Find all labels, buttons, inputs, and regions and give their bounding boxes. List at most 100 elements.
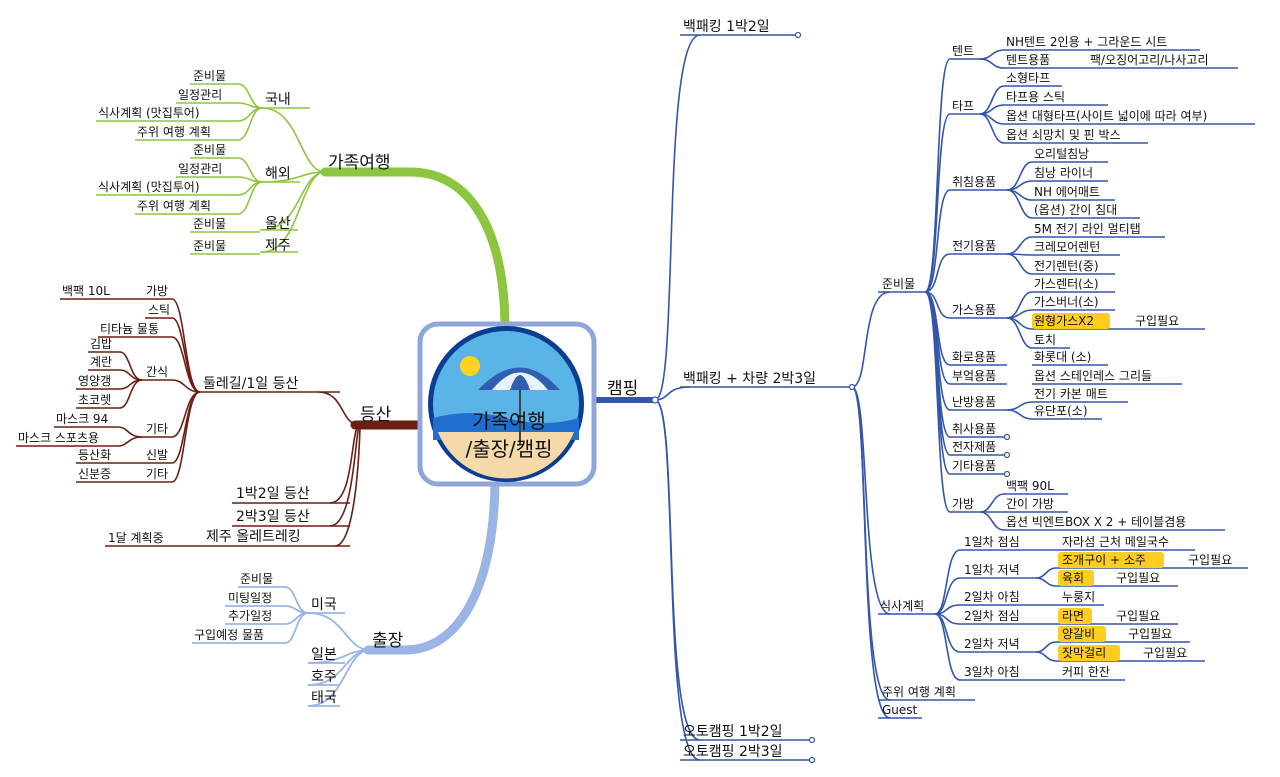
business-usa-item: 미팅일정: [228, 591, 272, 605]
family-jeju[interactable]: 제주: [265, 238, 291, 254]
hiking-hiking-shoes: 등산화: [78, 448, 111, 462]
camping-highlights: [1032, 313, 1164, 661]
camping-fire-item: 화롯대 (소): [1034, 350, 1091, 364]
camping-meal-slot: 2일차 점심: [964, 609, 1020, 623]
camping-elec: 전기용품: [952, 239, 996, 253]
branch-family: [320, 167, 510, 335]
center-node[interactable]: 가족여행 /출장/캠핑: [417, 321, 597, 487]
camping-nearby[interactable]: 주위 여행 계획: [882, 684, 956, 699]
camping-elec-item: 5M 전기 라인 멀티탭: [1034, 222, 1141, 236]
camping-tent-item: 텐트용품: [1006, 53, 1050, 67]
family-abroad[interactable]: 해외: [265, 166, 291, 182]
family-domestic-item: 식사계획 (맛집투어): [98, 106, 200, 120]
camping-kitchen: 부엌용품: [952, 369, 996, 383]
camping-title[interactable]: 캠핑: [607, 379, 638, 399]
hiking-etc2: 기타: [146, 467, 168, 481]
expand-dots[interactable]: [651, 31, 1011, 764]
camping-meal-item: 자라섬 근처 메일국수: [1062, 535, 1169, 549]
business-labels: 출장 미국 준비물 미팅일정 추가일정 구입예정 물품 일본 호주 태국: [194, 572, 404, 706]
camping-meal-slot: 1일차 저녁: [964, 563, 1020, 577]
camping-fire: 화로용품: [952, 350, 996, 364]
camping-elec-item: 크레모어렌턴: [1034, 240, 1100, 254]
hiking-snack-item: 초코렛: [78, 393, 111, 407]
hiking-bottle: 티타늄 물통: [100, 322, 159, 336]
camping-meal-need: 구입필요: [1188, 553, 1232, 567]
beach-umbrella-icon: [478, 367, 560, 445]
camping-kitchen-item: 옵션 스테인레스 그리들: [1034, 369, 1152, 383]
camping-meal-item: 육회: [1062, 571, 1084, 585]
camping-meal-item: 조개구이 + 소주: [1062, 553, 1146, 567]
family-domestic[interactable]: 국내: [265, 92, 291, 108]
camping-meal-item: 누룽지: [1062, 590, 1095, 604]
camping-bag-item: 간이 가방: [1006, 497, 1054, 511]
camping-sleep-item: NH 에어매트: [1034, 185, 1100, 199]
camping-tarp-item: 타프용 스틱: [1006, 90, 1065, 104]
camping-bp12[interactable]: 백패킹 1박2일: [683, 19, 770, 35]
camping-gas-item: 가스버너(소): [1034, 295, 1099, 309]
camping-auto23[interactable]: 오토캠핑 2박3일: [683, 744, 783, 760]
camping-bag: 가방: [952, 497, 974, 511]
hiking-snack-item: 김밥: [90, 337, 112, 351]
business-australia[interactable]: 호주: [311, 669, 337, 685]
camping-meal-slot: 2일차 저녁: [964, 637, 1020, 651]
camping-sleep-item: 침낭 라이너: [1034, 166, 1093, 180]
hiking-snack-item: 계란: [90, 355, 112, 369]
hiking-etc1: 기타: [146, 422, 168, 436]
camping-tent-sub: 팩/오징어고리/나사고리: [1090, 53, 1209, 67]
family-title[interactable]: 가족여행: [328, 153, 391, 173]
hiking-id-card: 신분증: [78, 467, 111, 481]
hiking-mask-sport: 마스크 스포츠용: [18, 431, 99, 445]
center-title-line1: 가족여행: [472, 409, 546, 433]
family-domestic-item: 일정관리: [178, 88, 222, 102]
camping-tent: 텐트: [952, 44, 974, 58]
camping-bag-item: 옵션 빅엔트BOX X 2 + 테이블겸용: [1006, 515, 1186, 529]
family-abroad-item: 식사계획 (맛집투어): [98, 180, 200, 194]
camping-meal[interactable]: 식사계획: [880, 599, 924, 613]
camping-bag-item: 백팩 90L: [1006, 479, 1054, 493]
camping-prep[interactable]: 준비물: [882, 277, 915, 291]
camping-meal-slot: 1일차 점심: [964, 535, 1020, 549]
hiking-snack-item: 영양갱: [78, 374, 111, 388]
camping-elec-item: 전기렌턴(중): [1034, 259, 1099, 273]
camping-branch: [654, 34, 1255, 761]
business-thailand[interactable]: 태국: [311, 690, 337, 706]
family-labels: 가족여행 국내 준비물 일정관리 식사계획 (맛집투어) 주위 여행 계획 해외…: [98, 69, 391, 254]
camping-auto12[interactable]: 오토캠핑 1박2일: [683, 724, 783, 740]
sun-icon: [460, 356, 480, 376]
business-usa-item: 구입예정 물품: [194, 628, 264, 642]
hiking-jeju-olle[interactable]: 제주 올레트레킹: [206, 529, 301, 545]
hiking-dulle[interactable]: 둘레길/1일 등산: [203, 376, 298, 392]
hiking-three-day[interactable]: 2박3일 등산: [236, 509, 310, 525]
camping-guest[interactable]: Guest: [882, 703, 918, 717]
hiking-mask94: 마스크 94: [56, 412, 108, 426]
hiking-two-day[interactable]: 1박2일 등산: [236, 486, 310, 502]
family-abroad-item: 일정관리: [178, 162, 222, 176]
family-branch: [96, 83, 326, 255]
camping-bp-car[interactable]: 백패킹 + 차량 2박3일: [683, 371, 816, 387]
camping-heat-item: 전기 카본 매트: [1034, 387, 1108, 401]
hiking-branch: [16, 298, 392, 547]
hiking-title[interactable]: 등산: [360, 405, 392, 425]
camping-meal-need: 구입필요: [1143, 646, 1187, 660]
camping-gas-item: 토치: [1034, 333, 1056, 347]
center-title-line2: /출장/캠핑: [465, 437, 552, 461]
business-japan[interactable]: 일본: [311, 647, 337, 663]
camping-heat-item: 유단포(소): [1034, 404, 1088, 418]
family-ulsan[interactable]: 울산: [265, 216, 291, 232]
camping-misc: 기타용품: [952, 459, 996, 473]
camping-gas: 가스용품: [952, 303, 996, 317]
camping-sleep-item: 오리털침낭: [1034, 147, 1089, 161]
camping-gas-item: 가스렌터(소): [1034, 277, 1099, 291]
business-usa[interactable]: 미국: [311, 597, 337, 613]
business-title[interactable]: 출장: [372, 631, 404, 651]
hiking-shoes: 신발: [146, 448, 168, 462]
camping-meal-slot: 3일차 아침: [964, 665, 1020, 679]
camping-tarp-item: 소형타프: [1006, 71, 1050, 85]
camping-electronics: 전자제품: [952, 440, 996, 454]
family-abroad-item: 주위 여행 계획: [137, 198, 211, 213]
family-domestic-item: 준비물: [193, 69, 226, 83]
family-ulsan-item: 준비물: [193, 217, 226, 231]
hiking-one-month: 1달 계획중: [108, 531, 164, 545]
hiking-bag: 가방: [146, 284, 168, 298]
hiking-stick: 스틱: [148, 303, 170, 317]
